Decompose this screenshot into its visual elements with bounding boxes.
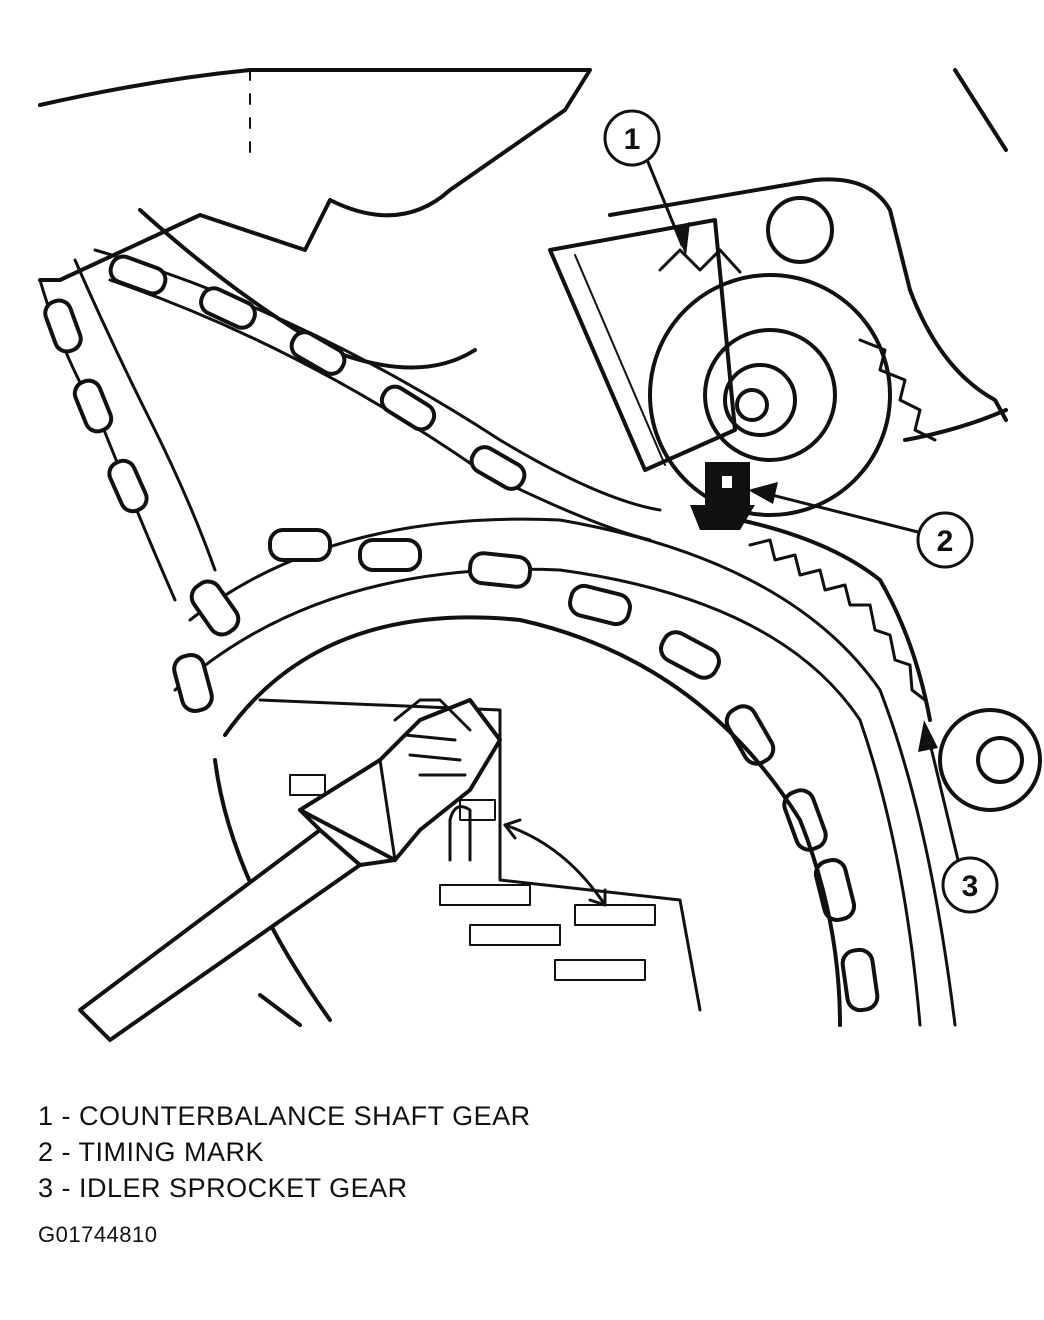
counterbalance-shaft-gear — [648, 248, 937, 517]
timing-mark — [690, 462, 755, 530]
legend-number: 2 — [38, 1137, 54, 1167]
engine-housing — [38, 68, 1008, 472]
callout-2: 2 — [748, 482, 974, 569]
callout-1: 1 — [603, 109, 690, 256]
legend-number: 3 — [38, 1173, 54, 1203]
callout-1-number: 1 — [624, 123, 641, 156]
legend-label: COUNTERBALANCE SHAFT GEAR — [79, 1101, 531, 1131]
figure-id: G01744810 — [38, 1222, 158, 1247]
callout-3-number: 3 — [962, 870, 979, 903]
legend-item: 3 - IDLER SPROCKET GEAR — [38, 1173, 408, 1203]
timing-chain-illustration: 1 2 3 — [38, 68, 1042, 1042]
callout-2-number: 2 — [937, 525, 954, 558]
callout-3: 3 — [918, 720, 999, 914]
legend-item: 1 - COUNTERBALANCE SHAFT GEAR — [38, 1101, 531, 1131]
legend-label: IDLER SPROCKET GEAR — [79, 1173, 408, 1203]
legend: 1 - COUNTERBALANCE SHAFT GEAR 2 - TIMING… — [38, 1098, 531, 1206]
legend-number: 1 — [38, 1101, 54, 1131]
timing-chain — [38, 248, 957, 1027]
idler-sprocket-gear — [738, 518, 1042, 812]
legend-label: TIMING MARK — [78, 1137, 265, 1167]
legend-item: 2 - TIMING MARK — [38, 1137, 265, 1167]
socket-wrench — [78, 698, 502, 1042]
